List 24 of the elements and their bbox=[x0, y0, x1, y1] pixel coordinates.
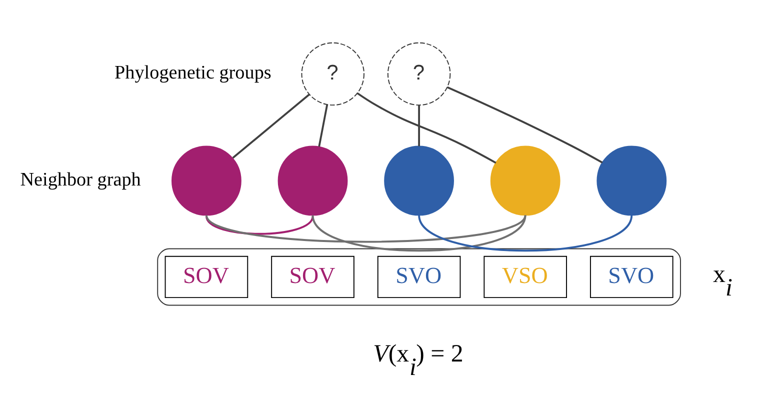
node-circle bbox=[490, 146, 560, 216]
node-circle: ? bbox=[387, 42, 451, 106]
connector bbox=[446, 86, 603, 164]
node-circle bbox=[278, 146, 348, 216]
connector bbox=[356, 92, 496, 164]
node-circle bbox=[172, 146, 242, 216]
label: Neighbor graph bbox=[20, 170, 141, 191]
connector bbox=[206, 216, 314, 235]
connector bbox=[206, 214, 526, 243]
node-circle: ? bbox=[301, 42, 364, 106]
node-box: SOV bbox=[271, 256, 354, 298]
connector bbox=[418, 105, 420, 146]
node-box: VSO bbox=[484, 256, 567, 298]
node-circle bbox=[384, 146, 454, 216]
connector bbox=[312, 214, 526, 252]
connector bbox=[232, 94, 310, 159]
node-box: SVO bbox=[590, 256, 674, 298]
label: Phylogenetic groups bbox=[114, 62, 272, 84]
node-box: SVO bbox=[377, 256, 461, 298]
node-circle bbox=[596, 146, 667, 216]
connector bbox=[318, 104, 328, 147]
cluster bbox=[157, 248, 681, 306]
connector bbox=[418, 214, 633, 252]
node-box: SOV bbox=[164, 256, 248, 298]
